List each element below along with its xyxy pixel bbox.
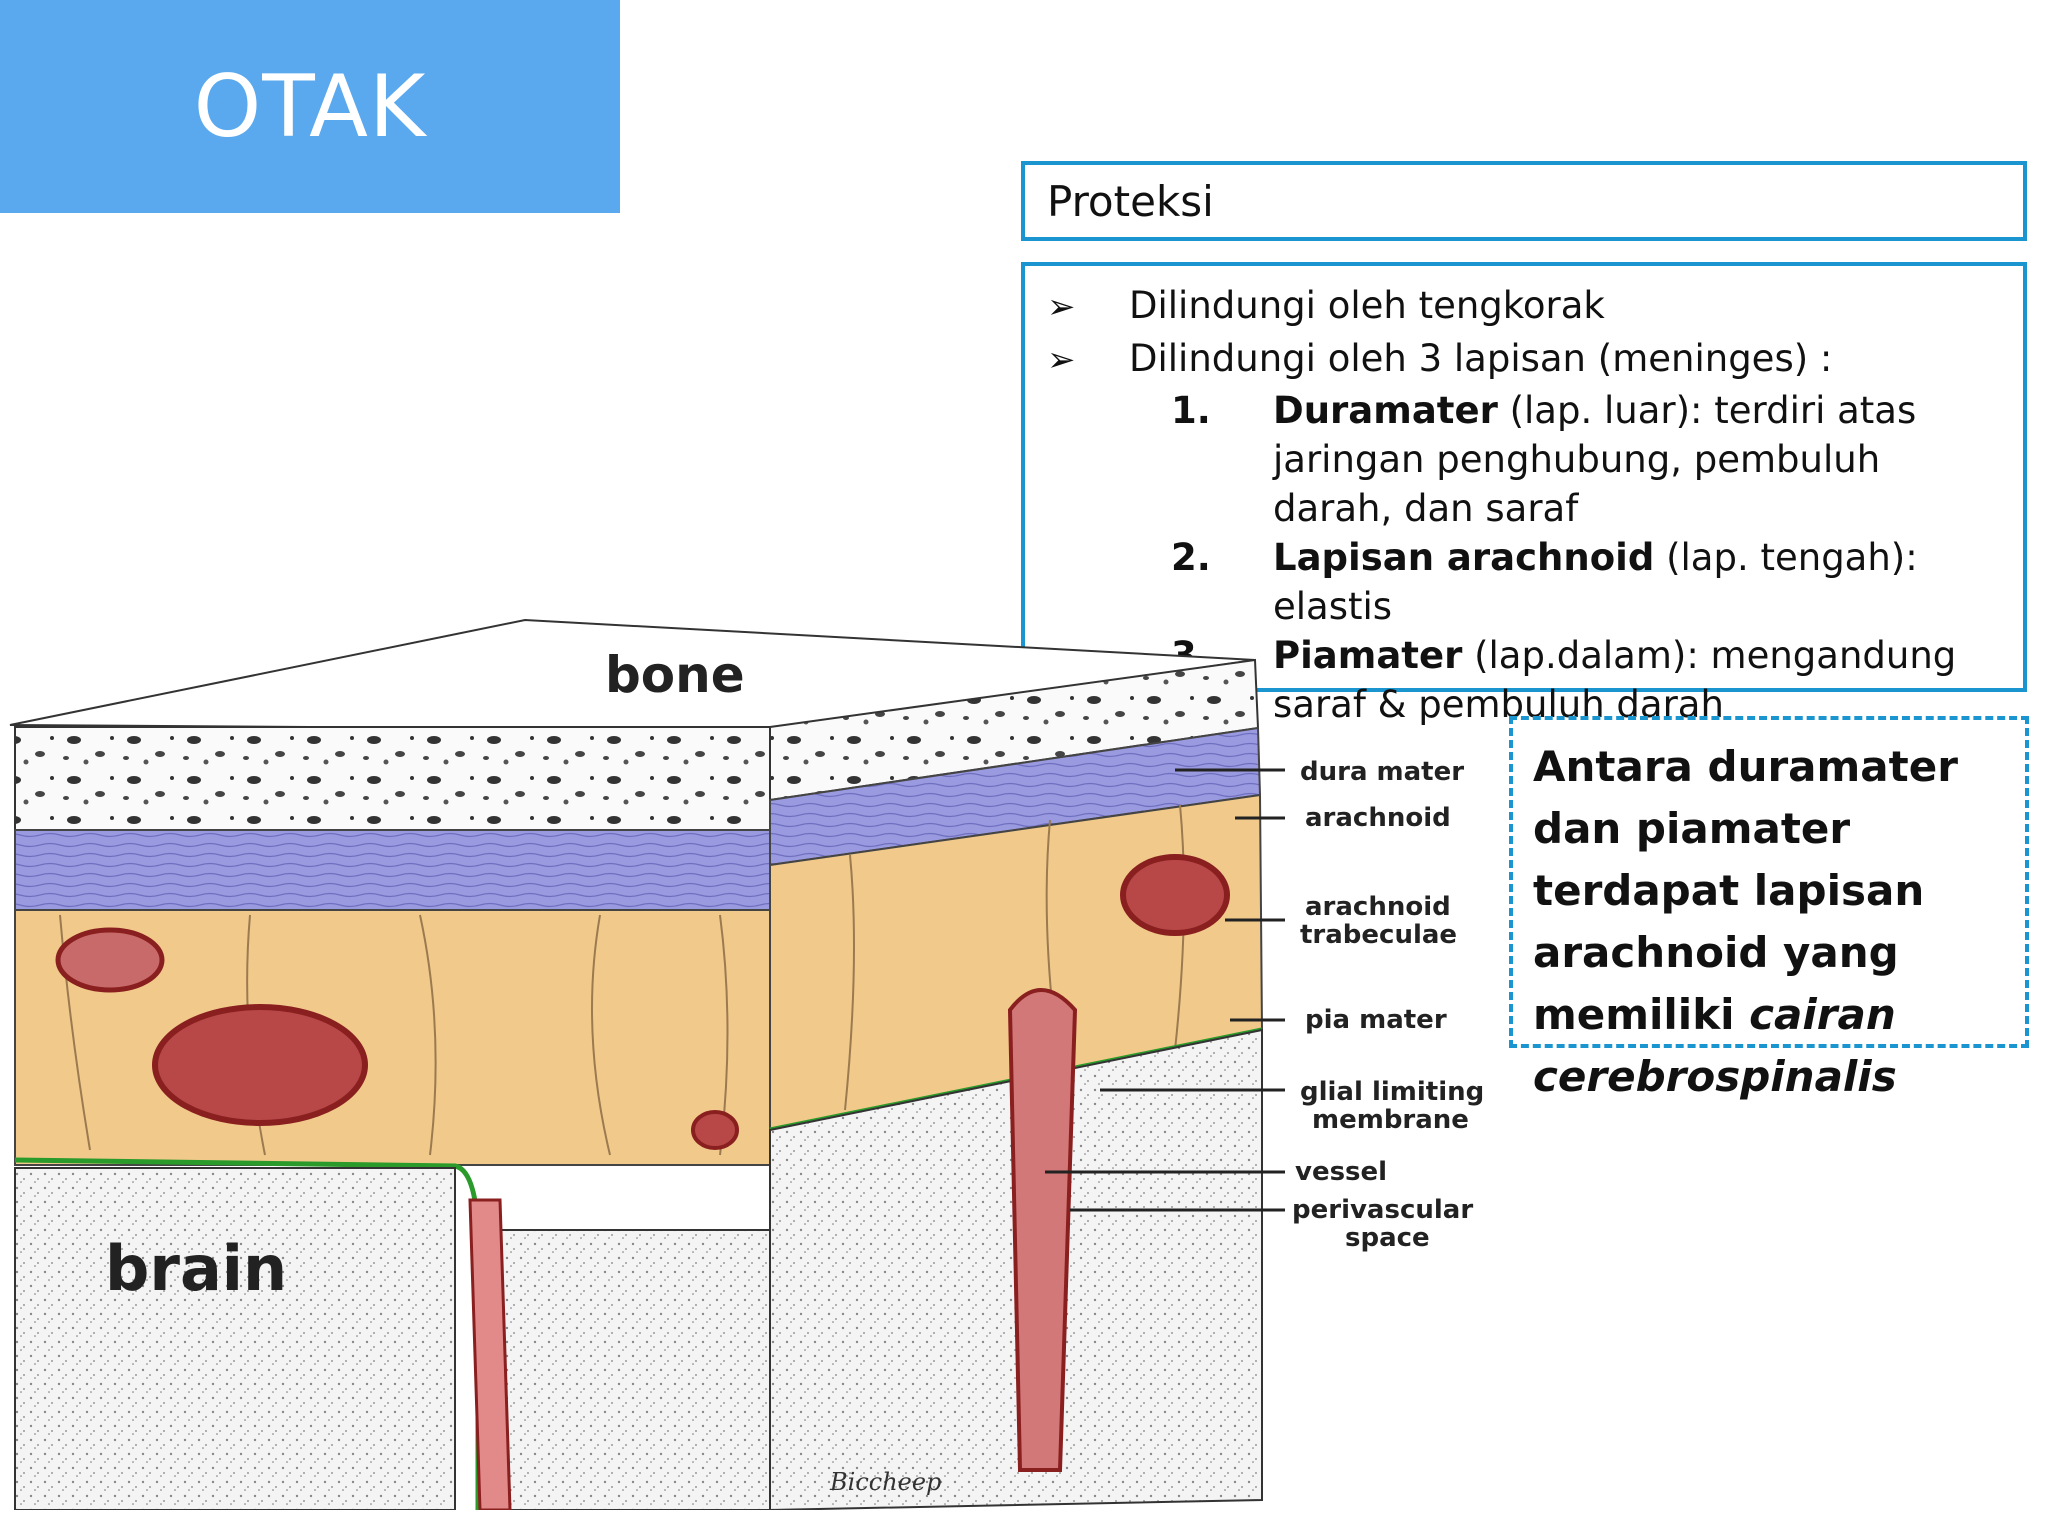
bullet-item: ➢ Dilindungi oleh tengkorak [1047,280,2003,333]
trabecula [591,914,611,1156]
trabeculae-label-line1: arachnoid [1305,892,1451,922]
penetrating-vessel [1007,988,1078,1472]
heading-box: Proteksi [1021,161,2027,241]
content-box: ➢ Dilindungi oleh tengkorak ➢ Dilindungi… [1021,262,2027,726]
artist-signature: Biccheep [829,1468,941,1496]
dura-layer [14,829,771,916]
vessel-cross-section [55,927,165,993]
vessel-cross-section [691,1110,739,1150]
list-number: 1. [1171,389,1211,432]
brain-front-face [499,1229,771,1510]
bullet-text: Dilindungi oleh tengkorak [1129,284,1605,327]
bone-label: bone [605,646,745,704]
note-text: Antara duramater dan piamater terdapat l… [1533,742,1958,1039]
vessel-cross-section [152,1004,368,1126]
arrow-bullet-icon: ➢ [1047,340,1076,380]
bullet-item: ➢ Dilindungi oleh 3 lapisan (meninges) : [1047,333,2003,386]
note-emphasis: cairan cerebrospinalis [1533,990,1897,1101]
layer-text: Lapisan arachnoid (lap. tengah): elastis [1273,533,2003,631]
layer-item-duramater: 1. Duramater (lap. luar): terdiri atas j… [1171,386,2003,533]
dura-mater-label: dura mater [1300,757,1464,787]
layer-name: Lapisan arachnoid [1273,536,1655,579]
layer-text: Duramater (lap. luar): terdiri atas jari… [1273,386,2003,533]
layer-desc: (lap. tengah): elastis [1273,536,1918,628]
layer-name: Piamater [1273,634,1463,677]
slide-title: OTAK [193,56,427,157]
glial-label-line1: glial limiting [1300,1077,1484,1107]
perivascular-label-line1: perivascular [1292,1195,1473,1225]
trabecula [419,914,437,1156]
brain-label: brain [105,1232,287,1305]
arrow-bullet-icon: ➢ [1047,287,1076,327]
bullet-text: Dilindungi oleh 3 lapisan (meninges) : [1129,337,1833,380]
vessel-cross-section [1120,854,1230,936]
layer-item-arachnoid: 2. Lapisan arachnoid (lap. tengah): elas… [1171,533,2003,631]
layer-desc: (lap. luar): terdiri atas jaringan pengh… [1273,389,1917,530]
brain-front-face [14,1167,456,1510]
layer-name: Duramater [1273,389,1498,432]
glial-label-line2: membrane [1312,1105,1469,1135]
meninges-diagram: bone brain dura mater arachnoid arachnoi… [9,618,1484,1510]
pia-mater-label: pia mater [1305,1005,1447,1035]
note-box: Antara duramater dan piamater terdapat l… [1509,716,2029,1101]
perivascular-label-line2: space [1345,1223,1430,1253]
list-number: 2. [1171,536,1211,579]
title-banner: OTAK [0,0,620,213]
trabeculae-label-line2: trabeculae [1300,920,1457,950]
penetrating-vessel [468,1198,512,1510]
arachnoid-label: arachnoid [1305,803,1451,833]
trabecula [844,854,855,1111]
vessel-label: vessel [1295,1157,1387,1187]
heading-text: Proteksi [1047,176,1214,226]
bone-front-face [14,726,771,843]
